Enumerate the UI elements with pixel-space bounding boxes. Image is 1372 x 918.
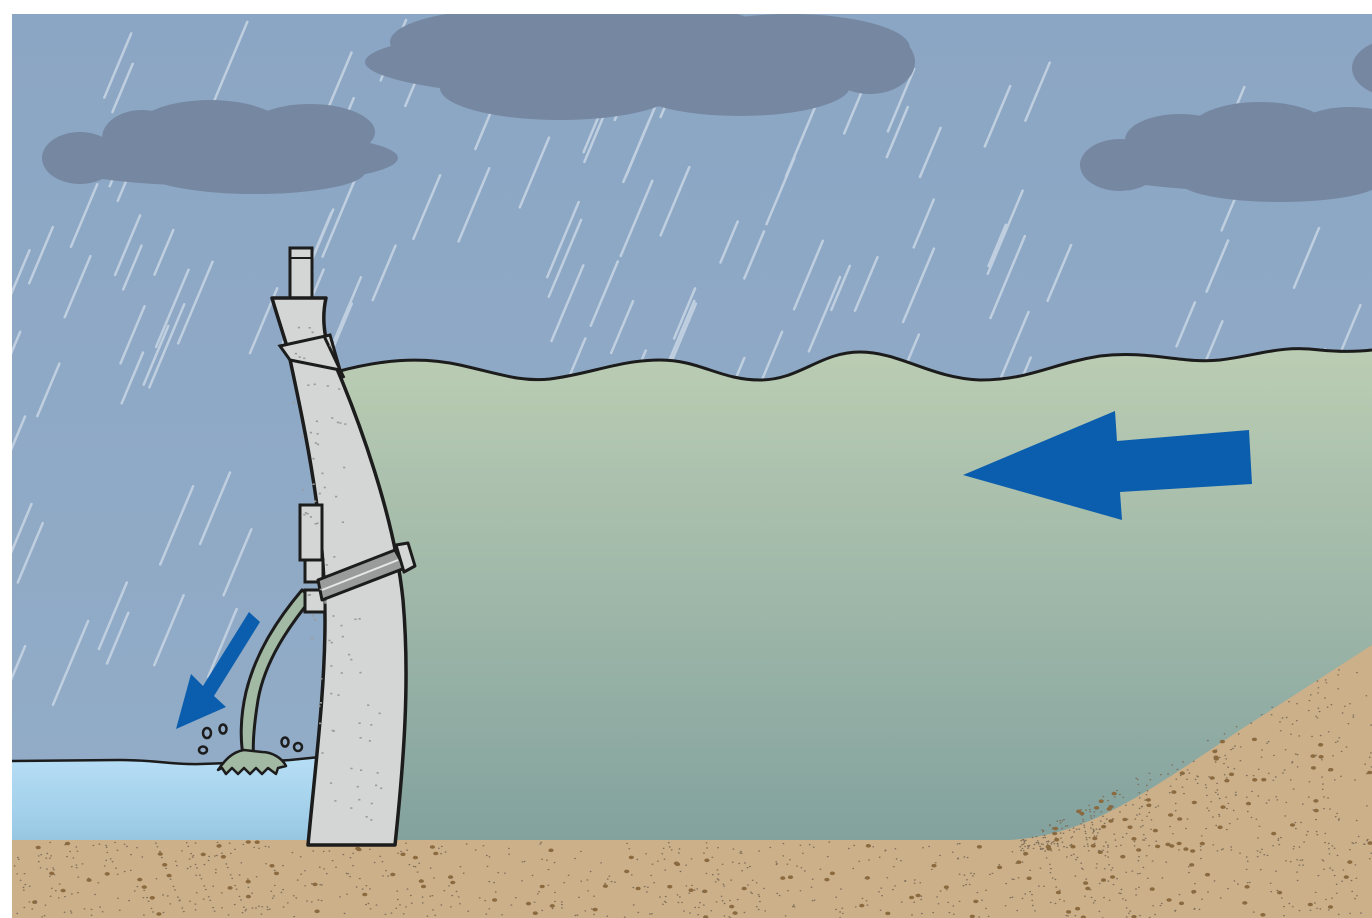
rain-streak — [659, 165, 691, 237]
splash-drop — [197, 723, 304, 755]
rain-streak — [142, 324, 170, 386]
rain-streak — [412, 174, 442, 241]
rain-streak — [719, 220, 739, 264]
rain-streak — [1337, 303, 1362, 357]
rain-streak — [1046, 243, 1073, 303]
rain-streak — [176, 260, 214, 345]
rain-streak — [765, 156, 796, 226]
rain-streak — [987, 223, 1008, 268]
rain-streak — [912, 198, 935, 249]
rain-streak — [36, 362, 61, 418]
rain-streak — [222, 528, 253, 597]
ground-bed — [12, 645, 1372, 918]
rain-streak — [154, 268, 190, 349]
rain-streak — [901, 247, 936, 324]
ground-texture — [13, 669, 1372, 918]
rain-streak — [198, 471, 232, 546]
cloud-icon — [1352, 43, 1372, 93]
rain-streak — [148, 303, 186, 389]
rain-streak — [743, 230, 766, 280]
rain-streak — [886, 67, 916, 133]
rain-streak — [619, 179, 654, 258]
rain-streak — [885, 105, 910, 159]
rain-streak — [120, 351, 145, 405]
rain-streak — [550, 264, 585, 343]
rain-streak — [103, 32, 133, 99]
dam-wall — [270, 246, 417, 847]
cloud-icon — [42, 100, 398, 194]
rain-streak — [1175, 301, 1197, 348]
rain-streak — [589, 260, 620, 327]
rain-streak — [1000, 310, 1030, 379]
rain-streak — [792, 239, 825, 311]
rain-streak — [119, 305, 146, 365]
rain-streak — [457, 167, 491, 243]
reservoir-surface-line — [335, 347, 1372, 382]
rain-streak — [12, 330, 22, 355]
rain-streak — [830, 264, 852, 312]
rain-streak — [51, 619, 90, 706]
rain-streak — [983, 84, 1012, 148]
rain-streak — [16, 521, 44, 584]
rain-streak — [153, 228, 175, 276]
rain-streak — [27, 225, 55, 285]
rain-streak — [807, 275, 842, 353]
rain-streak — [206, 607, 238, 679]
rain-streak — [69, 183, 99, 248]
rain-streak — [12, 644, 27, 681]
rain-streak — [667, 302, 698, 370]
rain-streak — [111, 62, 134, 114]
dam-bracket — [303, 558, 325, 584]
rain-streak — [105, 611, 130, 665]
rain-streak — [97, 581, 129, 651]
rain-streak — [989, 234, 1027, 320]
rain-streak — [12, 249, 31, 296]
rain-streak — [609, 299, 635, 355]
arrow-icon — [176, 612, 260, 729]
rain-streak — [1205, 239, 1230, 293]
rain-streak — [326, 51, 353, 110]
arrow-icon — [963, 411, 1252, 520]
rain-streak — [121, 244, 143, 291]
rain-streak — [12, 502, 33, 554]
rain-streak — [213, 20, 249, 102]
rain-streak — [321, 172, 359, 258]
rain-streak — [12, 415, 27, 451]
water-jet — [216, 588, 314, 776]
rain-streak — [547, 218, 583, 298]
dam-crest-post — [288, 246, 314, 302]
dam-bracket — [298, 503, 324, 562]
rain-streak — [672, 287, 697, 340]
rain-streak — [113, 214, 142, 277]
rain-streak — [153, 594, 185, 667]
rain-streak — [545, 200, 580, 279]
rain-streak — [760, 330, 784, 382]
rain-streak — [986, 189, 1024, 275]
rain-streak — [518, 136, 551, 209]
rain-streak — [371, 244, 397, 302]
rain-streak — [63, 254, 92, 319]
splash-base — [216, 748, 288, 776]
rain-streak — [158, 484, 195, 566]
cloud-icon — [1080, 102, 1372, 202]
rain-streak — [1292, 226, 1321, 289]
cloud-icon — [365, 14, 915, 120]
rain-streak — [853, 255, 879, 312]
rain-streak — [622, 118, 651, 184]
dam-outer-plate — [394, 541, 417, 574]
rain-streak — [333, 276, 363, 342]
rain-streak — [918, 126, 942, 179]
rain-streak — [1024, 61, 1051, 122]
